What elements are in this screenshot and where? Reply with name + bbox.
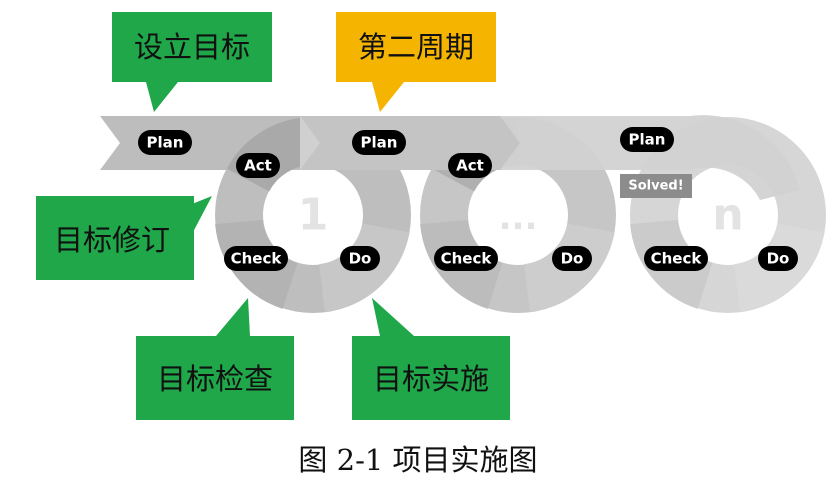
- callout-check-goal: 目标检查: [136, 298, 294, 420]
- pill-check-2: Check: [434, 246, 498, 271]
- pill-check-1: Check: [224, 246, 288, 271]
- cycle-number-1: 1: [298, 190, 329, 241]
- svg-text:第二周期: 第二周期: [358, 30, 474, 64]
- cycle-number-n: n: [712, 190, 743, 241]
- pill-do-2: Do: [552, 246, 592, 271]
- pill-act-1: Act: [236, 153, 280, 178]
- pill-plan-2: Plan: [352, 130, 406, 155]
- svg-text:Plan: Plan: [147, 134, 184, 152]
- cycle-number-middle: ...: [499, 198, 538, 238]
- callout-set-goal: 设立目标: [112, 12, 272, 112]
- svg-text:Check: Check: [231, 250, 283, 268]
- svg-text:Check: Check: [651, 250, 703, 268]
- svg-text:Plan: Plan: [629, 131, 666, 149]
- callout-revise-goal: 目标修订: [36, 196, 212, 280]
- pill-act-2: Act: [448, 153, 492, 178]
- solved-tag: Solved!: [620, 174, 692, 198]
- pill-plan-1: Plan: [138, 130, 192, 155]
- svg-text:Plan: Plan: [361, 134, 398, 152]
- callout-second-cycle: 第二周期: [336, 12, 496, 112]
- svg-text:目标检查: 目标检查: [157, 362, 273, 396]
- svg-text:Act: Act: [456, 157, 484, 175]
- figure-caption: 图 2-1 项目实施图: [298, 443, 537, 477]
- svg-text:Act: Act: [244, 157, 272, 175]
- pill-do-3: Do: [758, 246, 798, 271]
- svg-text:目标实施: 目标实施: [373, 362, 489, 396]
- svg-text:Do: Do: [561, 250, 584, 268]
- svg-text:Do: Do: [767, 250, 790, 268]
- svg-text:Solved!: Solved!: [628, 179, 683, 194]
- pill-do-1: Do: [340, 246, 380, 271]
- pill-plan-3: Plan: [620, 127, 674, 152]
- svg-text:设立目标: 设立目标: [134, 30, 250, 64]
- svg-text:Do: Do: [349, 250, 372, 268]
- svg-text:目标修订: 目标修订: [54, 223, 170, 257]
- svg-text:Check: Check: [441, 250, 493, 268]
- callout-implement-goal: 目标实施: [352, 298, 510, 420]
- pill-check-3: Check: [644, 246, 708, 271]
